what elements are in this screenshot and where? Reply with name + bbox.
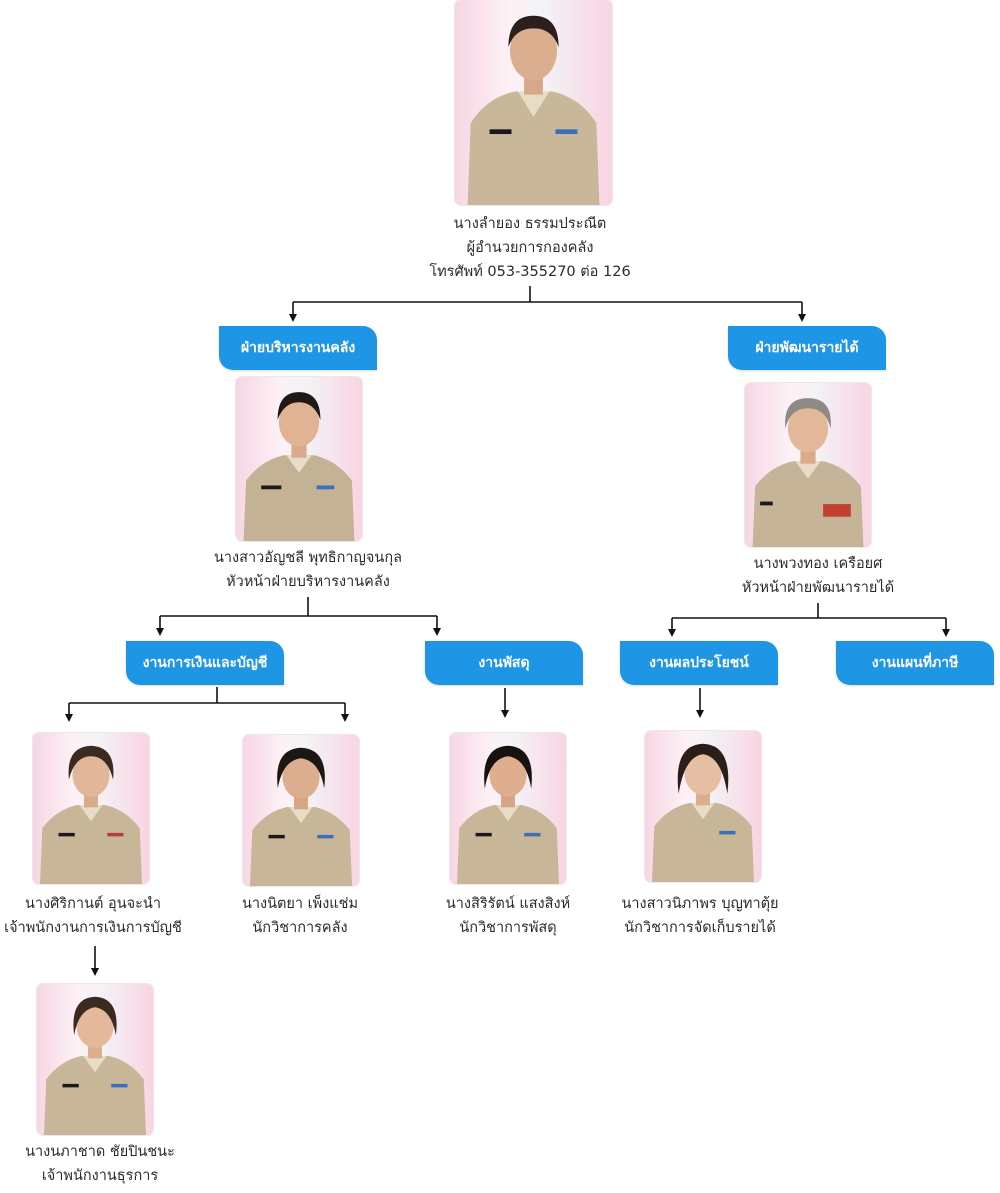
director-title: ผู้อำนวยการกองคลัง <box>466 240 594 256</box>
sirikan-caption: นางศิริกานต์ อุนจะนำ เจ้าพนักงานการเงินก… <box>0 892 216 940</box>
finance-head-photo <box>236 377 362 541</box>
sirirat-caption: นางสิริรัตน์ แสงสิงห์ นักวิชาการพัสดุ <box>398 892 618 940</box>
napachat-title: เจ้าพนักงานธุรการ <box>41 1168 159 1184</box>
nipaporn-photo <box>645 731 761 882</box>
unit-tax-map-box: งานแผนที่ภาษี <box>836 641 994 685</box>
nipaporn-caption: นางสาวนิภาพร บุญทาตุ้ย นักวิชาการจัดเก็บ… <box>590 892 810 940</box>
portrait-figure <box>467 15 600 205</box>
unit-supplies-box: งานพัสดุ <box>425 641 583 685</box>
director-caption: นางลำยอง ธรรมประณีต ผู้อำนวยการกองคลัง โ… <box>380 212 680 284</box>
director-photo <box>455 0 612 205</box>
director-name: นางลำยอง ธรรมประณีต <box>453 216 607 232</box>
portrait-figure <box>249 747 353 886</box>
sirirat-title: นักวิชาการพัสดุ <box>459 920 557 936</box>
revenue-head-title: หัวหน้าฝ่ายพัฒนารายได้ <box>741 580 895 596</box>
sirikan-name: นางศิริกานต์ อุนจะนำ <box>25 896 161 912</box>
director-phone: โทรศัพท์ 053-355270 ต่อ 126 <box>429 264 631 280</box>
revenue-head-photo <box>745 383 871 547</box>
nipaporn-title: นักวิชาการจัดเก็บรายได้ <box>624 920 776 936</box>
nipaporn-name: นางสาวนิภาพร บุญทาตุ้ย <box>621 896 779 912</box>
sirirat-name: นางสิริรัตน์ แสงสิงห์ <box>445 896 571 912</box>
napachat-photo <box>37 984 153 1135</box>
finance-head-name: นางสาวอัญชลี พุทธิกาญจนกุล <box>214 550 402 566</box>
napachat-name: นางนภาชาด ชัยปินชนะ <box>25 1144 175 1160</box>
portrait-figure <box>39 745 143 884</box>
unit-benefits-box: งานผลประโยชน์ <box>620 641 778 685</box>
revenue-head-caption: นางพวงทอง เครือยศ หัวหน้าฝ่ายพัฒนารายได้ <box>658 552 978 600</box>
sirirat-photo <box>450 733 566 884</box>
nitaya-photo <box>243 735 359 886</box>
portrait-figure <box>651 743 755 882</box>
division-finance-admin-box: ฝ่ายบริหารงานคลัง <box>219 326 377 370</box>
napachat-caption: นางนภาชาด ชัยปินชนะ เจ้าพนักงานธุรการ <box>0 1140 200 1188</box>
unit-finance-accounting-box: งานการเงินและบัญชี <box>126 641 284 685</box>
portrait-figure <box>752 398 864 547</box>
sirikan-photo <box>33 733 149 884</box>
portrait-figure <box>243 392 355 541</box>
division-revenue-dev-box: ฝ่ายพัฒนารายได้ <box>728 326 886 370</box>
nitaya-caption: นางนิตยา เพ็งแช่ม นักวิชาการคลัง <box>190 892 410 940</box>
sirikan-title: เจ้าพนักงานการเงินการบัญชี <box>4 920 182 936</box>
portrait-figure <box>456 745 560 884</box>
revenue-head-name: นางพวงทอง เครือยศ <box>753 556 883 572</box>
nitaya-name: นางนิตยา เพ็งแช่ม <box>241 896 359 912</box>
finance-head-title: หัวหน้าฝ่ายบริหารงานคลัง <box>226 574 390 590</box>
portrait-figure <box>43 996 147 1135</box>
nitaya-title: นักวิชาการคลัง <box>252 920 348 936</box>
finance-head-caption: นางสาวอัญชลี พุทธิกาญจนกุล หัวหน้าฝ่ายบร… <box>158 546 458 594</box>
